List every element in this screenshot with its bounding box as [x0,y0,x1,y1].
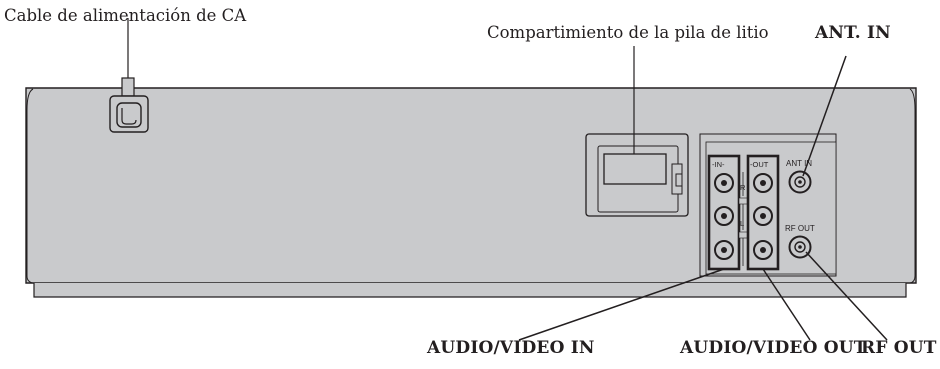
callout-av-out: AUDIO/VIDEO OUT [680,338,867,358]
rl-divider [738,172,748,266]
callout-rf-out: RF OUT [861,338,937,358]
panel-left-edge [26,88,34,284]
panel-label-l: L [740,219,744,228]
battery-compartment [585,46,689,217]
leader-ant-in [802,55,847,177]
callout-ant-in: ANT. IN [815,23,891,43]
callout-power-cord: Cable de alimentación de CA [4,6,247,25]
panel-right-edge [909,88,916,284]
rear-panel-body [25,87,917,284]
rf-out-jack [788,235,812,259]
power-cord [109,18,149,133]
ant-in-jack [788,170,812,194]
leader-av-in [518,268,725,341]
panel-label-out: -OUT [750,160,769,169]
panel-label-rf-out: RF OUT [785,224,815,233]
panel-label-in: -IN- [712,160,725,169]
av-out-jacks [753,173,773,260]
panel-base [33,283,907,298]
panel-label-r: R [740,183,746,192]
panel-label-ant-in: ANT IN [786,159,812,168]
leader-rf-out [805,251,888,341]
av-in-jacks [714,173,734,260]
callout-battery: Compartimiento de la pila de litio [487,23,769,42]
leader-av-out [762,268,811,341]
callout-av-in: AUDIO/VIDEO IN [427,338,595,358]
